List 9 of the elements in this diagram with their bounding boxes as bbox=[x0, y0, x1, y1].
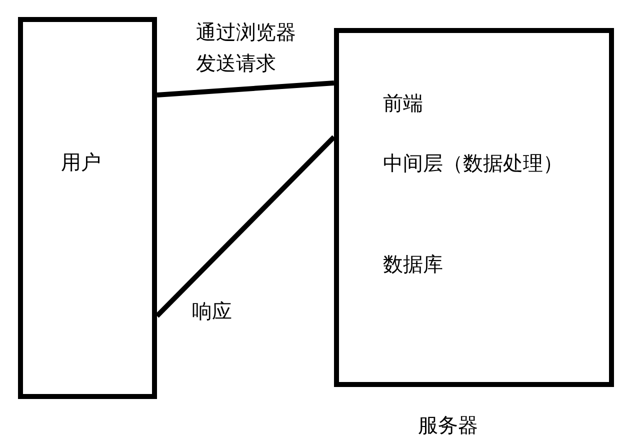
box-text: 中间层（数据处理） bbox=[383, 150, 563, 177]
connector-line bbox=[156, 80, 334, 98]
box-text: 用户 bbox=[61, 149, 101, 176]
server-box bbox=[334, 28, 614, 387]
box-text: 前端 bbox=[383, 90, 423, 117]
connector-line bbox=[155, 135, 336, 318]
box-text: 数据库 bbox=[383, 251, 443, 278]
box-caption: 服务器 bbox=[418, 412, 478, 439]
user-box bbox=[18, 17, 157, 399]
